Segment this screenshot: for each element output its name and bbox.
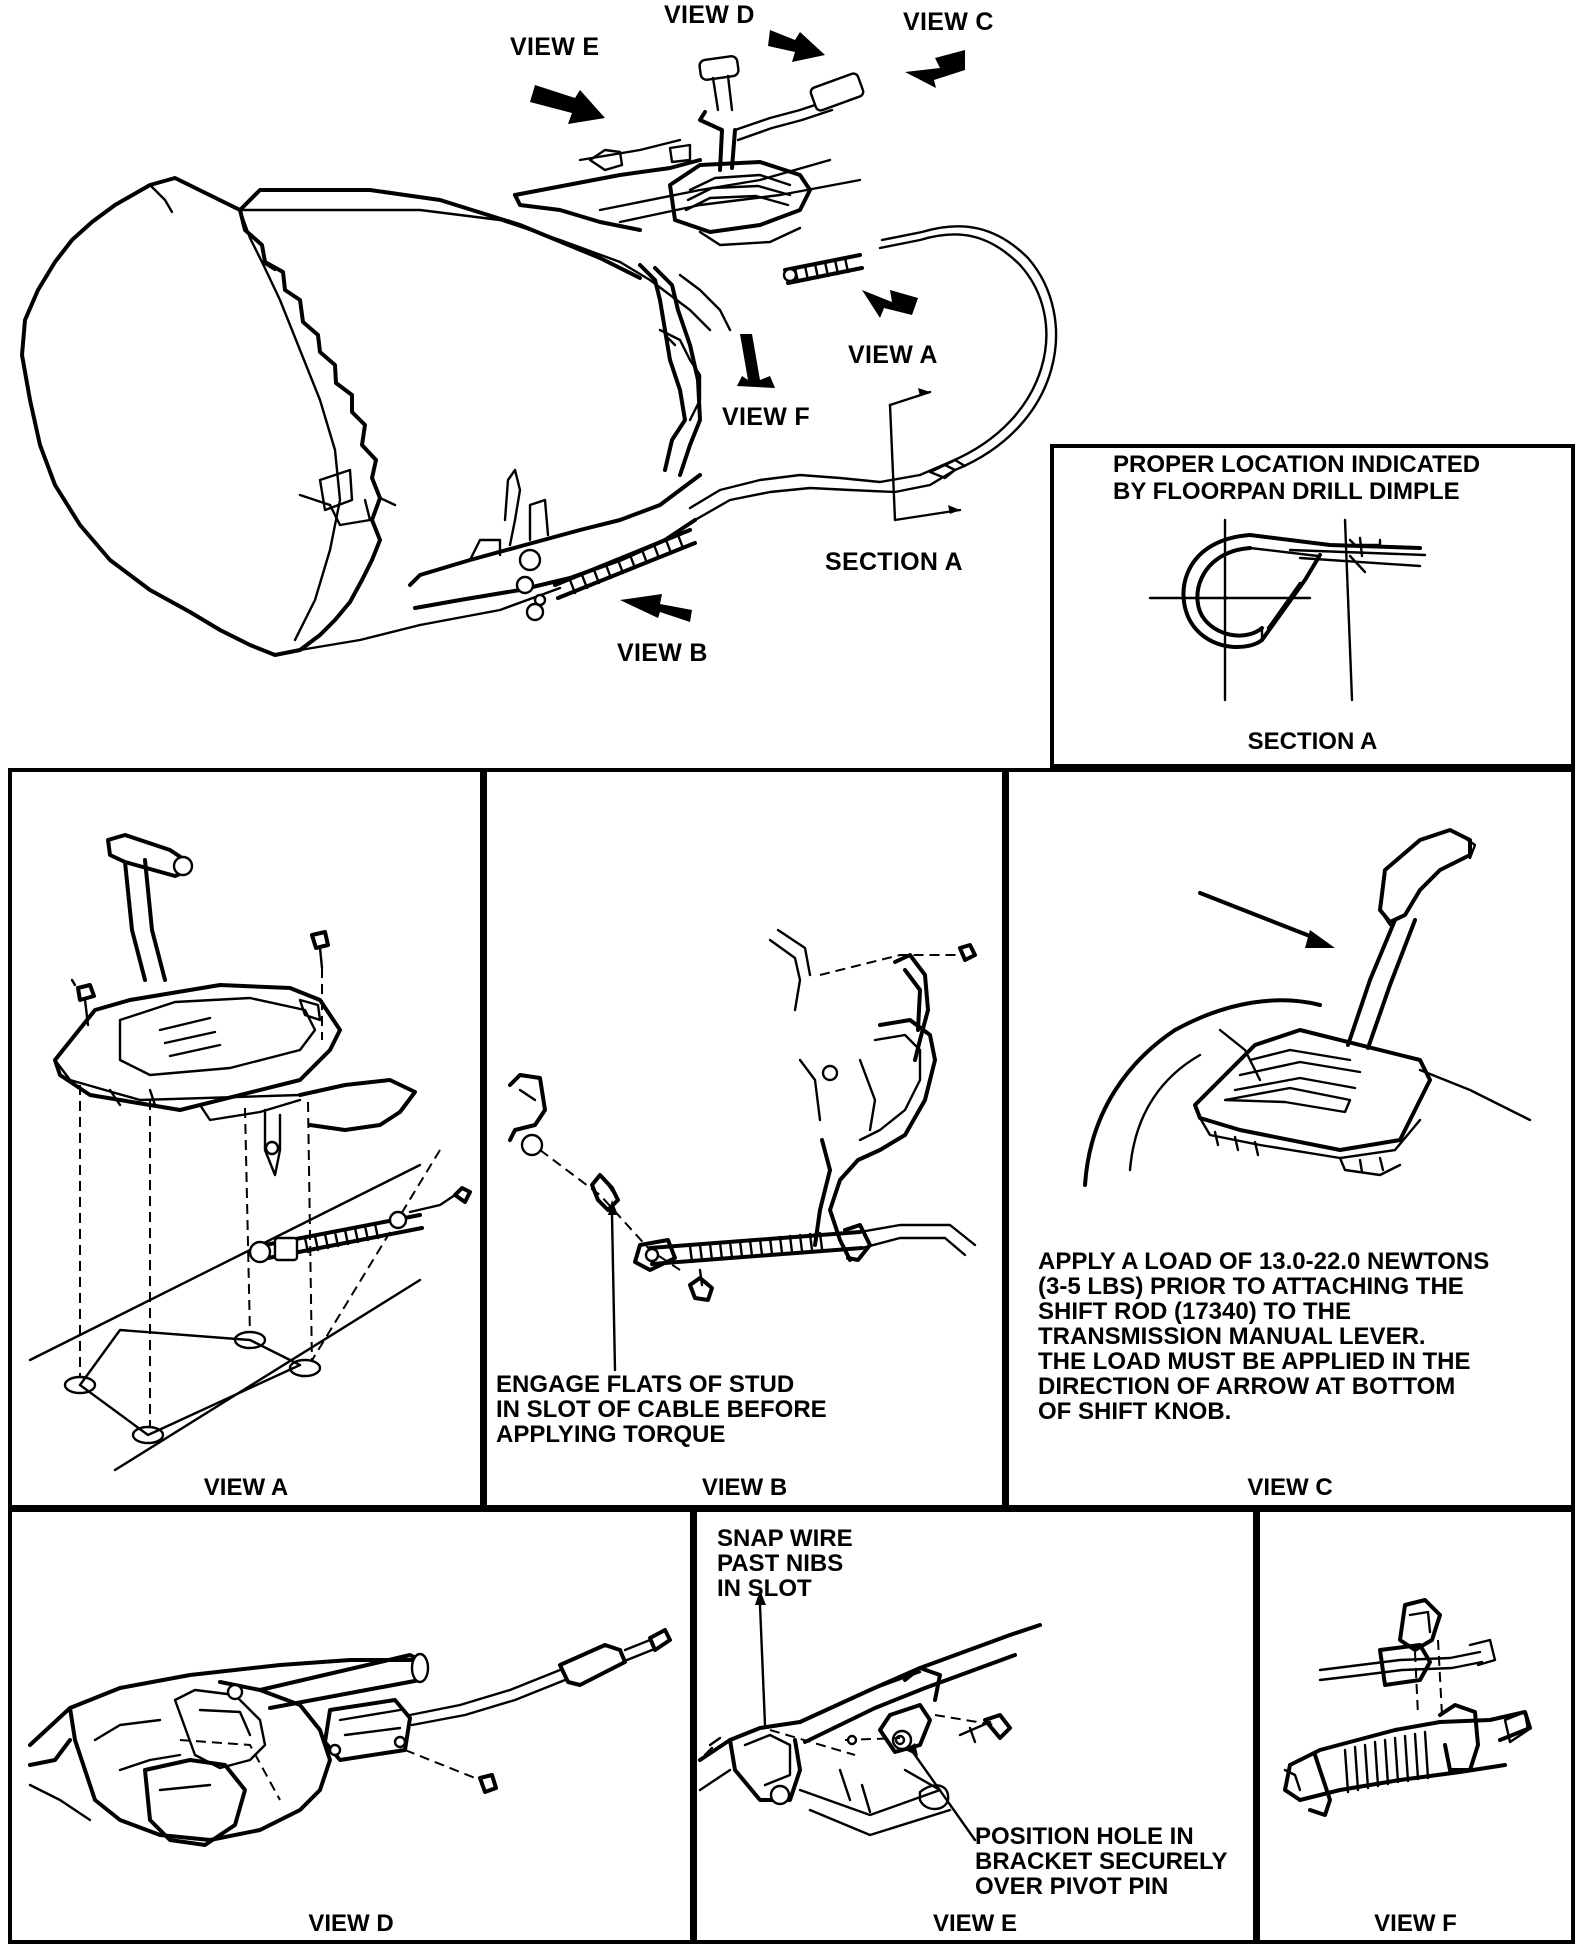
view-b-drawing: [508, 928, 977, 1372]
section-a-caption: SECTION A: [1247, 728, 1378, 755]
view-c-note-line: TRANSMISSION MANUAL LEVER.: [1038, 1323, 1426, 1350]
view-b-note-line: APPLYING TORQUE: [496, 1421, 726, 1448]
view-a-caption: VIEW A: [203, 1474, 289, 1501]
view-b-panel-border: [483, 768, 1006, 1509]
section-a-panel-border: [1050, 444, 1575, 768]
view-a-arrow: [862, 290, 918, 318]
view-a-panel-border: [8, 768, 484, 1509]
view-a-drawing: [28, 833, 472, 1472]
view-f-arrow: [737, 334, 775, 388]
view-e-note-bottom-line: OVER PIVOT PIN: [975, 1873, 1169, 1900]
view-e-caption: VIEW E: [932, 1910, 1017, 1937]
view-f-panel-border: [1256, 1508, 1575, 1944]
transmission-housing-drawing: [20, 176, 732, 657]
view-e-note-bottom-line: POSITION HOLE IN: [975, 1823, 1194, 1850]
view-b-note-line: ENGAGE FLATS OF STUD: [496, 1371, 795, 1398]
view-c-note-line: (3-5 LBS) PRIOR TO ATTACHING THE: [1038, 1273, 1464, 1300]
view-b-label: VIEW B: [617, 639, 708, 667]
view-arrows: [530, 30, 965, 622]
view-f-label: VIEW F: [722, 403, 810, 431]
shift-linkage-overview: [408, 30, 1058, 622]
view-e-label: VIEW E: [510, 33, 600, 61]
section-a-drawing: [1148, 518, 1427, 702]
view-c-arrow: [905, 50, 965, 88]
view-e-panel-border: [693, 1508, 1257, 1944]
view-e-note-bottom-line: BRACKET SECURELY: [975, 1848, 1228, 1875]
view-b-arrow: [620, 594, 692, 622]
view-e-note-top-line: PAST NIBS: [717, 1550, 844, 1577]
section-a-label: SECTION A: [825, 548, 963, 576]
view-c-caption: VIEW C: [1247, 1474, 1333, 1501]
view-c-drawing: [1083, 828, 1532, 1187]
section-a-note-line1: PROPER LOCATION INDICATED: [1113, 451, 1481, 478]
view-c-panel-border: [1005, 768, 1575, 1509]
view-d-caption: VIEW D: [308, 1910, 394, 1937]
section-a-note-line2: BY FLOORPAN DRILL DIMPLE: [1113, 478, 1460, 505]
view-c-note-line: SHIFT ROD (17340) TO THE: [1038, 1298, 1351, 1325]
view-a-label: VIEW A: [848, 341, 938, 369]
view-e-note-top-line: SNAP WIRE: [717, 1525, 853, 1552]
view-c-note-line: DIRECTION OF ARROW AT BOTTOM: [1038, 1373, 1456, 1400]
view-e-note-top-line: IN SLOT: [717, 1575, 812, 1602]
view-c-label: VIEW C: [903, 8, 994, 36]
view-e-drawing: [698, 1590, 1042, 1842]
view-d-panel-border: [8, 1508, 694, 1944]
view-c-note-line: OF SHIFT KNOB.: [1038, 1398, 1232, 1425]
view-c-note-line: APPLY A LOAD OF 13.0-22.0 NEWTONS: [1038, 1248, 1490, 1275]
view-b-caption: VIEW B: [701, 1474, 788, 1501]
view-f-caption: VIEW F: [1374, 1910, 1457, 1937]
view-d-drawing: [28, 1628, 672, 1847]
view-e-arrow: [530, 85, 605, 124]
shift-rod-spring-overview: [553, 528, 697, 600]
view-c-note-line: THE LOAD MUST BE APPLIED IN THE: [1038, 1348, 1471, 1375]
view-b-note-line: IN SLOT OF CABLE BEFORE: [496, 1396, 827, 1423]
view-d-arrow: [768, 30, 825, 62]
panel-borders: [8, 444, 1575, 1944]
view-d-label: VIEW D: [664, 1, 755, 29]
view-f-drawing: [1283, 1598, 1532, 1817]
